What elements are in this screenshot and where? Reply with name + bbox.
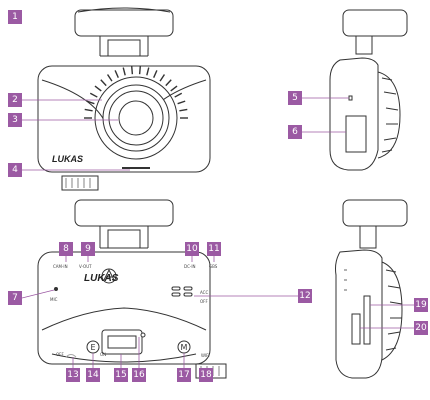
label-mic: MIC [50, 297, 58, 302]
lens-ray [165, 79, 172, 87]
callout-4: 4 [8, 163, 22, 177]
side-mount-cap-2 [342, 199, 408, 227]
label-acc: ACC [200, 290, 209, 295]
callout-12: 12 [298, 289, 312, 303]
wifi-indicator [65, 354, 77, 358]
lens-ray [106, 74, 113, 82]
lens-ray [174, 92, 183, 98]
mount-cap-top-edge [77, 7, 171, 13]
callout-7: 7 [8, 291, 22, 305]
lens-ray [89, 92, 98, 98]
callout-16: 16 [132, 368, 146, 382]
callout-14: 14 [86, 368, 100, 382]
lens-ray [100, 79, 107, 87]
lens-ray [159, 74, 166, 82]
side-lens-housing-2 [381, 261, 403, 361]
label-gbs: GBS [209, 264, 218, 269]
label-on: ON [100, 352, 107, 357]
body-curve-left [41, 79, 105, 121]
side-slot [351, 313, 361, 345]
side-mount-neck [355, 35, 373, 55]
side-view-bottom [335, 199, 408, 379]
label-off-right: OFF [200, 299, 208, 304]
callout-20: 20 [414, 321, 428, 335]
label-v-out: V-OUT [79, 264, 92, 269]
callout-13: 13 [66, 368, 80, 382]
callout-2: 2 [8, 93, 22, 107]
speaker-grill [171, 286, 193, 297]
callout-19: 19 [414, 298, 428, 312]
lens-ray [177, 100, 186, 105]
callout-11: 11 [207, 242, 221, 256]
side-lens-housing [377, 71, 401, 159]
back-screen-inner [107, 335, 137, 349]
lens-ring-outer [94, 76, 178, 160]
sd-card-slot [363, 295, 371, 345]
callout-17: 17 [177, 368, 191, 382]
lens-ray [170, 85, 178, 92]
back-led [140, 332, 146, 338]
side-port [348, 95, 353, 101]
side-view-top [329, 9, 408, 171]
back-view [37, 199, 227, 379]
button-e-label: E [90, 343, 95, 352]
leader-lines [21, 97, 414, 378]
lens-ray [84, 108, 93, 112]
lens-ray [94, 85, 102, 92]
brand-logo-bottom: LUKAS [84, 273, 119, 284]
lens-ray [138, 66, 141, 75]
callout-10: 10 [185, 242, 199, 256]
label-wifi: WIFI [201, 353, 210, 358]
side-mount-neck-2 [359, 225, 377, 249]
logo-a-bottom [103, 268, 115, 281]
callout-1: 1 [8, 10, 22, 24]
callout-8: 8 [59, 242, 73, 256]
label-off-left: OFF [56, 352, 64, 357]
mount-base-top [61, 175, 99, 191]
callout-9: 9 [81, 242, 95, 256]
callout-3: 3 [8, 113, 22, 127]
callout-5: 5 [288, 91, 302, 105]
lens-ray [179, 108, 188, 112]
mount-base-ridges [65, 178, 91, 188]
lens-rays [84, 66, 188, 119]
side-lens-ridges-2 [385, 269, 403, 351]
mic-hole [54, 287, 58, 291]
lens-ray [153, 70, 158, 78]
brand-logo-top: LUKAS [52, 154, 83, 164]
side-body [329, 57, 379, 171]
mount-cap-top [74, 9, 174, 37]
back-curve-upper [41, 307, 207, 331]
mount-hinge-bottom [107, 229, 141, 249]
front-view-top [37, 7, 211, 191]
callout-15: 15 [114, 368, 128, 382]
lens-ray [122, 67, 126, 76]
side-mount-cap [342, 9, 408, 37]
lens-ray [146, 67, 150, 76]
lens-ray [131, 66, 134, 75]
back-curve-lower [51, 353, 197, 363]
side-screen [345, 115, 367, 153]
lens [118, 100, 154, 136]
lens-ray [114, 70, 119, 78]
side-lens-ridges [381, 77, 399, 153]
mount-hinge-top [107, 39, 141, 57]
callout-18: 18 [199, 368, 213, 382]
callout-6: 6 [288, 125, 302, 139]
lens-ray [86, 100, 95, 105]
leader-7 [21, 289, 55, 299]
side-vents [344, 269, 347, 291]
label-dc-in: DC-IN [184, 264, 196, 269]
label-cam-in: CAM-IN [53, 264, 68, 269]
mount-cap-bottom [74, 199, 174, 227]
button-m-label: M [181, 343, 188, 352]
